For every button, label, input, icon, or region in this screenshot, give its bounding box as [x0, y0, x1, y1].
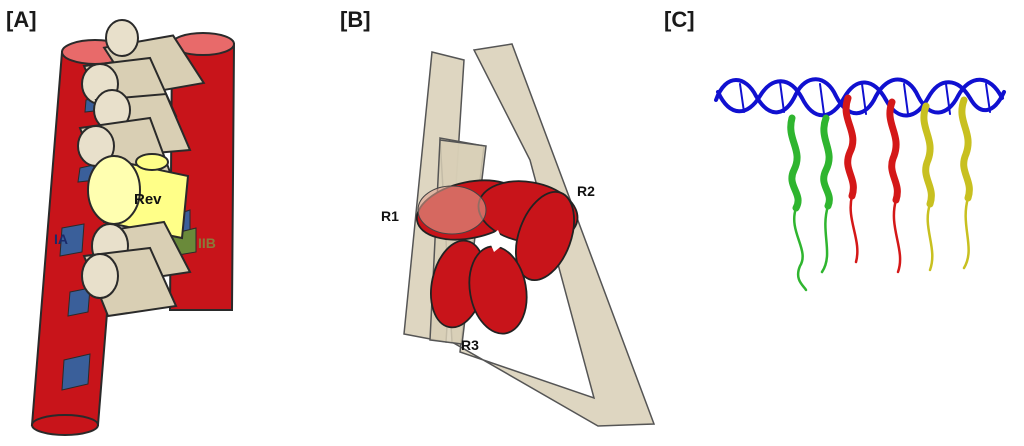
panel-c: [C]	[664, 7, 1006, 292]
yellow-protein	[920, 96, 973, 272]
rna-duplex	[714, 77, 1006, 118]
r2-label: R2	[577, 183, 595, 199]
rev-helix	[87, 153, 190, 240]
r3-label: R3	[461, 337, 479, 353]
green-protein	[787, 114, 833, 292]
red-protein	[842, 94, 902, 274]
panel-a: [A]	[6, 7, 236, 436]
r-propeller	[415, 179, 579, 335]
panel-b-label: [B]	[340, 7, 371, 32]
rev-label: Rev	[134, 191, 162, 208]
frame-right	[439, 43, 656, 427]
iib-label: IIB	[198, 235, 216, 251]
tan-helix-6	[81, 246, 178, 318]
panel-c-label: [C]	[664, 7, 695, 32]
panel-b: [B] R1 R2 R3	[340, 7, 656, 427]
ia-label: IA	[54, 231, 68, 247]
r1-label: R1	[381, 208, 399, 224]
panel-a-label: [A]	[6, 7, 37, 32]
